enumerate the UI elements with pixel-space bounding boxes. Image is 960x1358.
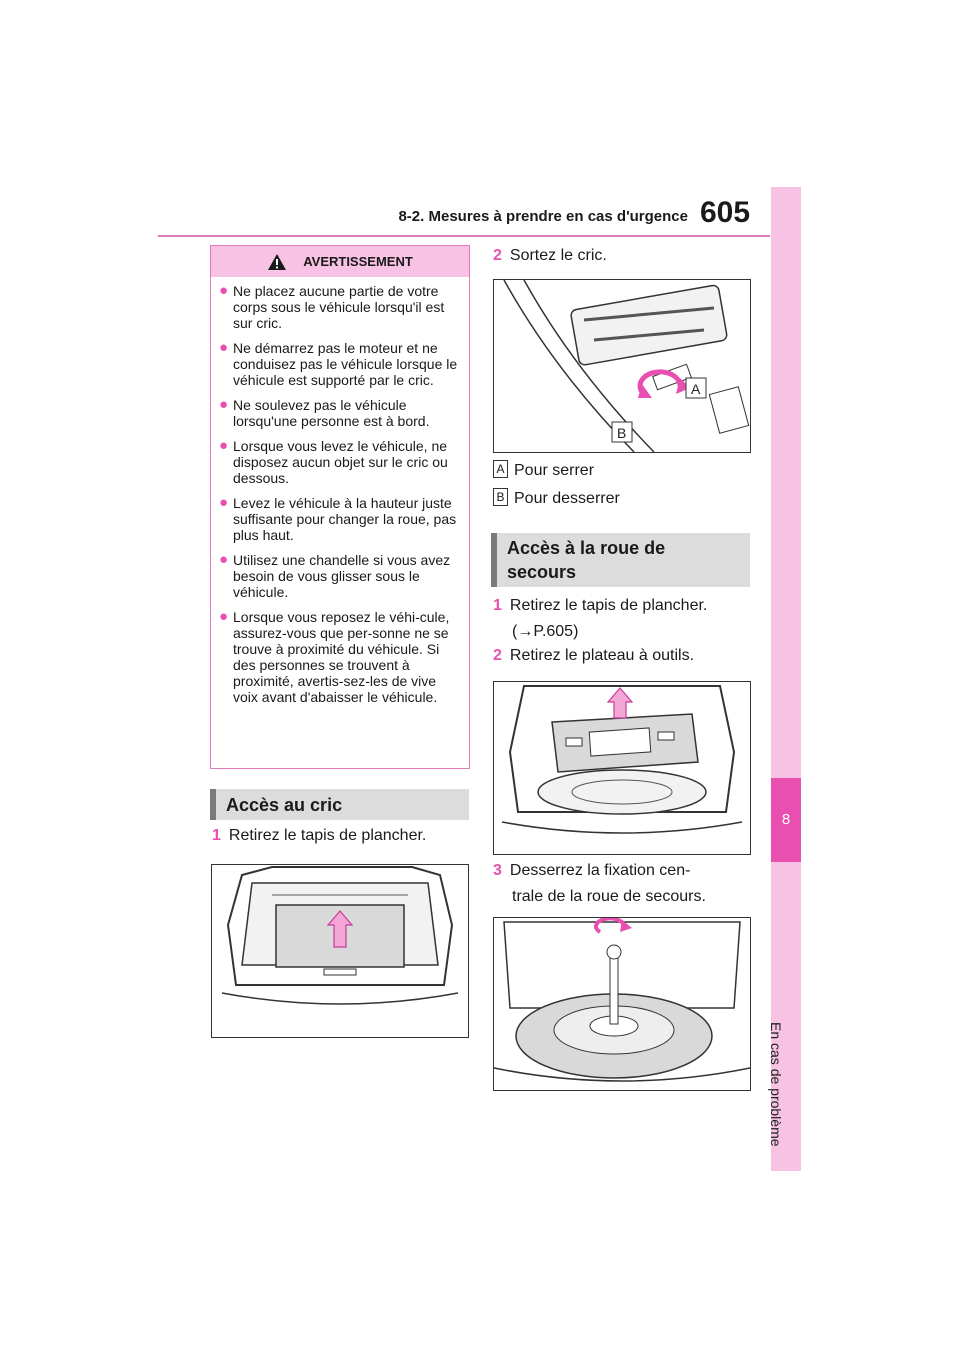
warning-item: ●Utilisez une chandelle si vous avez bes…: [219, 551, 451, 601]
bullet-icon: ●: [219, 396, 229, 413]
warning-item: ●Lorsque vous levez le véhicule, ne disp…: [219, 437, 448, 487]
legend-a-marker: A: [493, 460, 508, 478]
bullet-icon: ●: [219, 339, 229, 356]
warning-item: ●Levez le véhicule à la hauteur juste su…: [219, 494, 457, 544]
section-heading-spare-wheel: Accès à la roue de secours: [491, 533, 750, 587]
page-number: 605: [700, 196, 751, 229]
figure-spare-wheel: [493, 917, 751, 1091]
step-loosen-spare-fastener-cont: trale de la roue de secours.: [512, 888, 706, 905]
chapter-label: En cas de problème: [768, 1022, 784, 1147]
figure-trunk-floor-mat: [211, 864, 469, 1038]
warning-header: AVERTISSEMENT: [211, 246, 469, 277]
warning-triangle-icon: [268, 253, 287, 270]
trunk-floor-mat-illustration: [221, 866, 459, 1005]
warning-list: ●Ne placez aucune partie de votre corps …: [211, 277, 469, 706]
warning-item: ●Ne démarrez pas le moteur et ne conduis…: [219, 339, 458, 389]
legend-b-marker: B: [493, 488, 508, 506]
bullet-icon: ●: [219, 282, 229, 299]
bullet-icon: ●: [219, 551, 229, 568]
spare-wheel-illustration: [494, 918, 750, 1082]
bullet-icon: ●: [219, 437, 229, 454]
figure-label-b: B: [617, 425, 626, 441]
warning-box: AVERTISSEMENT ●Ne placez aucune partie d…: [210, 245, 470, 769]
warning-item: ●Ne soulevez pas le véhicule lorsqu'une …: [219, 396, 430, 430]
tool-tray-illustration: [501, 685, 743, 834]
warning-item: ●Ne placez aucune partie de votre corps …: [219, 282, 445, 332]
figure-tool-tray: [493, 681, 751, 855]
chapter-number-box: 8: [771, 778, 801, 862]
chapter-side-tab: [771, 187, 801, 1171]
header-rule: [158, 235, 770, 237]
page-reference[interactable]: (→P.605): [512, 623, 579, 640]
jack-removal-illustration: A B: [503, 280, 750, 452]
warning-item: ●Lorsque vous reposez le véhi-cule, assu…: [219, 608, 450, 706]
bullet-icon: ●: [219, 608, 229, 625]
figure-jack-removal: A B: [493, 279, 751, 453]
running-header: 8-2. Mesures à prendre en cas d'urgence: [398, 208, 688, 225]
figure-label-a: A: [691, 381, 701, 397]
warning-title: AVERTISSEMENT: [303, 254, 413, 269]
section-heading-jack: Accès au cric: [210, 789, 469, 820]
bullet-icon: ●: [219, 494, 229, 511]
